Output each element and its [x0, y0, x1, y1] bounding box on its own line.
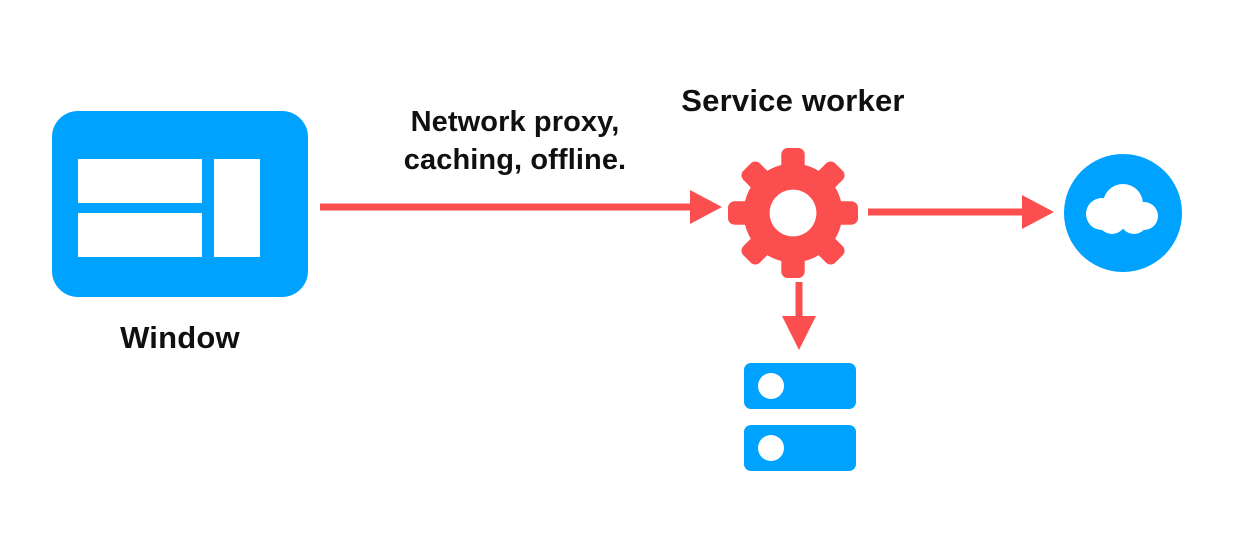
window-pane-top-left [78, 159, 202, 203]
storage-bar-top [744, 363, 856, 409]
edge-label-network-proxy: Network proxy, caching, offline. [365, 103, 665, 180]
node-service-worker[interactable] [728, 148, 858, 278]
window-frame [52, 111, 308, 297]
window-pane-bottom-left [78, 213, 202, 257]
window-pane-right [214, 159, 260, 257]
arrow-head [1022, 195, 1054, 229]
arrow-service-worker-to-cloud [868, 195, 1054, 229]
node-cloud[interactable] [1064, 154, 1182, 272]
storage-bar-bottom [744, 425, 856, 471]
node-service-worker-label: Service worker [681, 83, 905, 118]
node-storage[interactable] [744, 363, 856, 473]
gear-icon [728, 148, 858, 278]
node-window[interactable] [52, 111, 308, 297]
arrow-head [690, 190, 722, 224]
edge-label-line-2: caching, offline. [403, 144, 627, 177]
gear-body [728, 148, 858, 278]
arrow-head [782, 316, 816, 350]
browser-window-icon [52, 111, 308, 297]
cloud-icon [1064, 154, 1182, 272]
database-icon [744, 363, 856, 471]
arrow-service-worker-to-storage [782, 282, 816, 350]
cloud-shape [1086, 184, 1158, 234]
storage-indicator-bottom [758, 435, 784, 461]
arrow-window-to-service-worker [320, 190, 722, 224]
storage-indicator-top [758, 373, 784, 399]
edge-label-line-1: Network proxy, [410, 106, 620, 138]
node-window-label: Window [120, 320, 240, 355]
